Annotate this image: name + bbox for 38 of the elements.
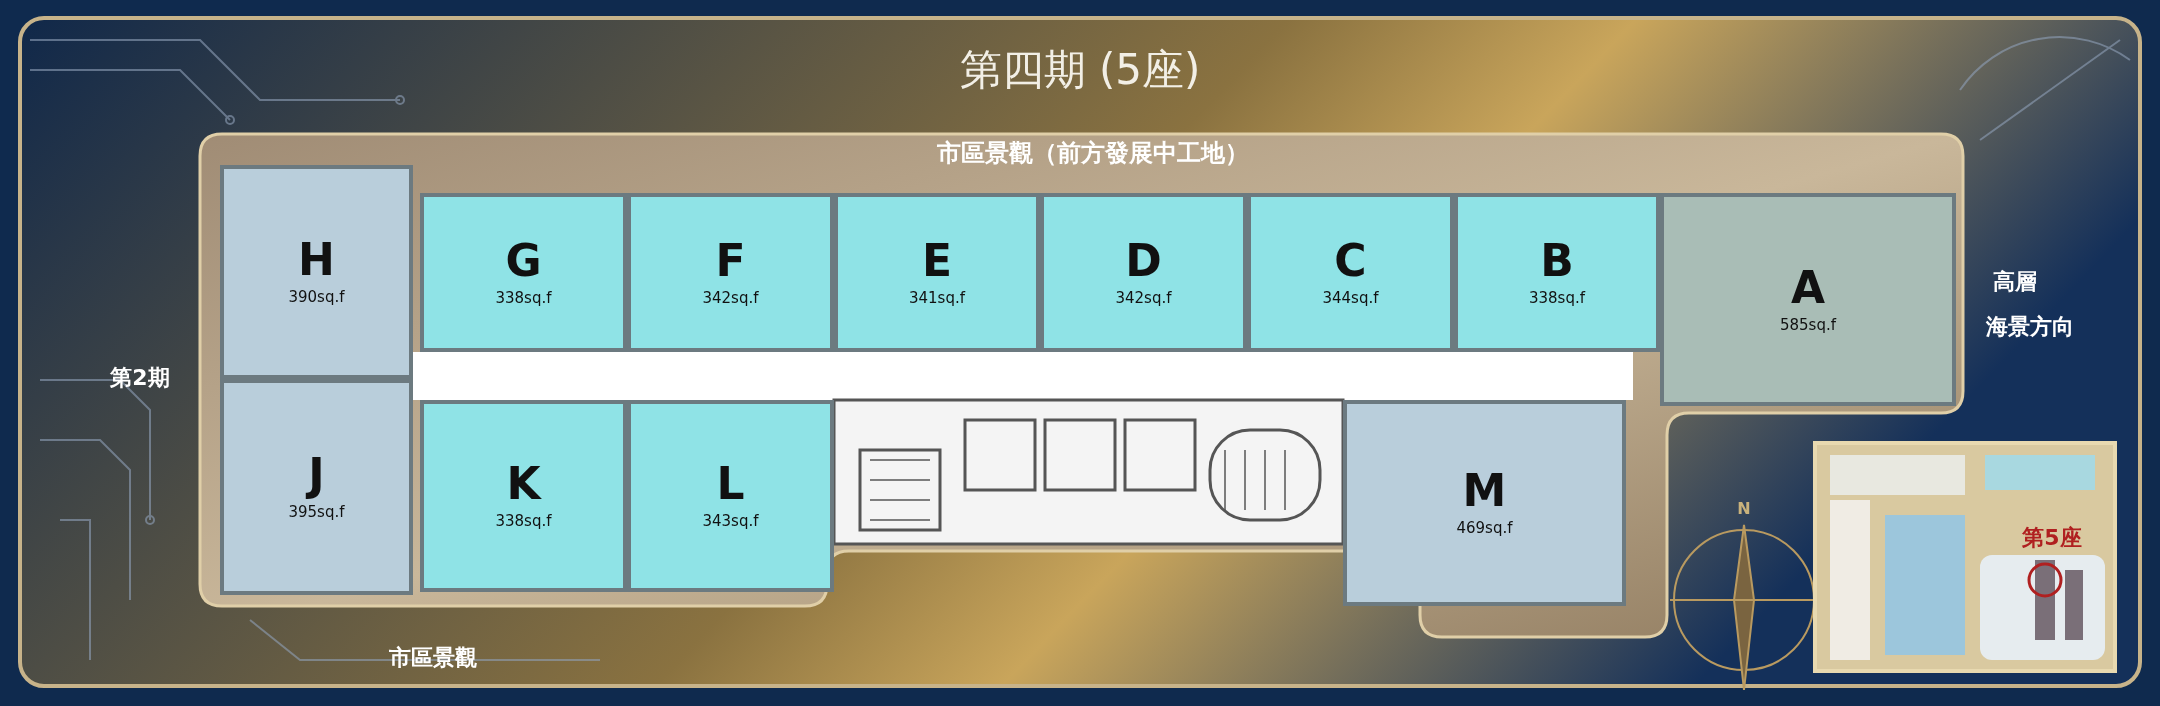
floor-area-label: 585sq.f bbox=[1780, 315, 1836, 334]
unit-label: A bbox=[1790, 265, 1826, 310]
unit-label: M bbox=[1462, 469, 1507, 513]
apartment-unit bbox=[420, 400, 627, 592]
unit-label: L bbox=[716, 462, 745, 506]
unit-label: B bbox=[1540, 238, 1574, 283]
unit-label: H bbox=[298, 238, 335, 282]
unit-label: F bbox=[715, 238, 746, 283]
view-label: 高層 bbox=[1993, 268, 2037, 296]
unit-label: G bbox=[505, 238, 542, 283]
floor-area-label: 342sq.f bbox=[702, 288, 759, 307]
floor-area-label: 338sq.f bbox=[495, 288, 552, 307]
tower-label: 第5座 bbox=[2022, 524, 2082, 552]
apartment-unit bbox=[420, 193, 627, 352]
phase-label: 第2期 bbox=[110, 364, 170, 392]
title: 第四期 (5座) bbox=[959, 44, 1201, 96]
floor-area-label: 469sq.f bbox=[1456, 519, 1513, 537]
view-label: 市區景觀（前方發展中工地） bbox=[937, 138, 1249, 169]
unit-label: E bbox=[921, 238, 953, 283]
floor-area-label: 338sq.f bbox=[495, 512, 552, 530]
floor-area-label: 344sq.f bbox=[1322, 288, 1379, 307]
unit-label: D bbox=[1125, 238, 1162, 283]
floor-area-label: 343sq.f bbox=[702, 512, 759, 530]
floor-area-label: 390sq.f bbox=[288, 288, 345, 306]
apartment-unit bbox=[220, 165, 413, 379]
floor-area-label: 341sq.f bbox=[909, 288, 965, 307]
apartment-unit bbox=[627, 400, 834, 592]
unit-label: C bbox=[1334, 238, 1367, 283]
view-label: 市區景觀 bbox=[389, 644, 477, 672]
floor-area-label: 342sq.f bbox=[1115, 288, 1172, 307]
apartment-unit bbox=[1343, 400, 1626, 606]
apartment-unit bbox=[1660, 193, 1956, 406]
compass-north-label: N bbox=[1737, 498, 1751, 518]
floor-area-label: 395sq.f bbox=[288, 503, 345, 521]
view-label: 海景方向 bbox=[1986, 313, 2074, 341]
apartment-unit bbox=[220, 379, 413, 595]
floor-area-label: 338sq.f bbox=[1529, 288, 1585, 307]
unit-label: K bbox=[506, 462, 541, 506]
